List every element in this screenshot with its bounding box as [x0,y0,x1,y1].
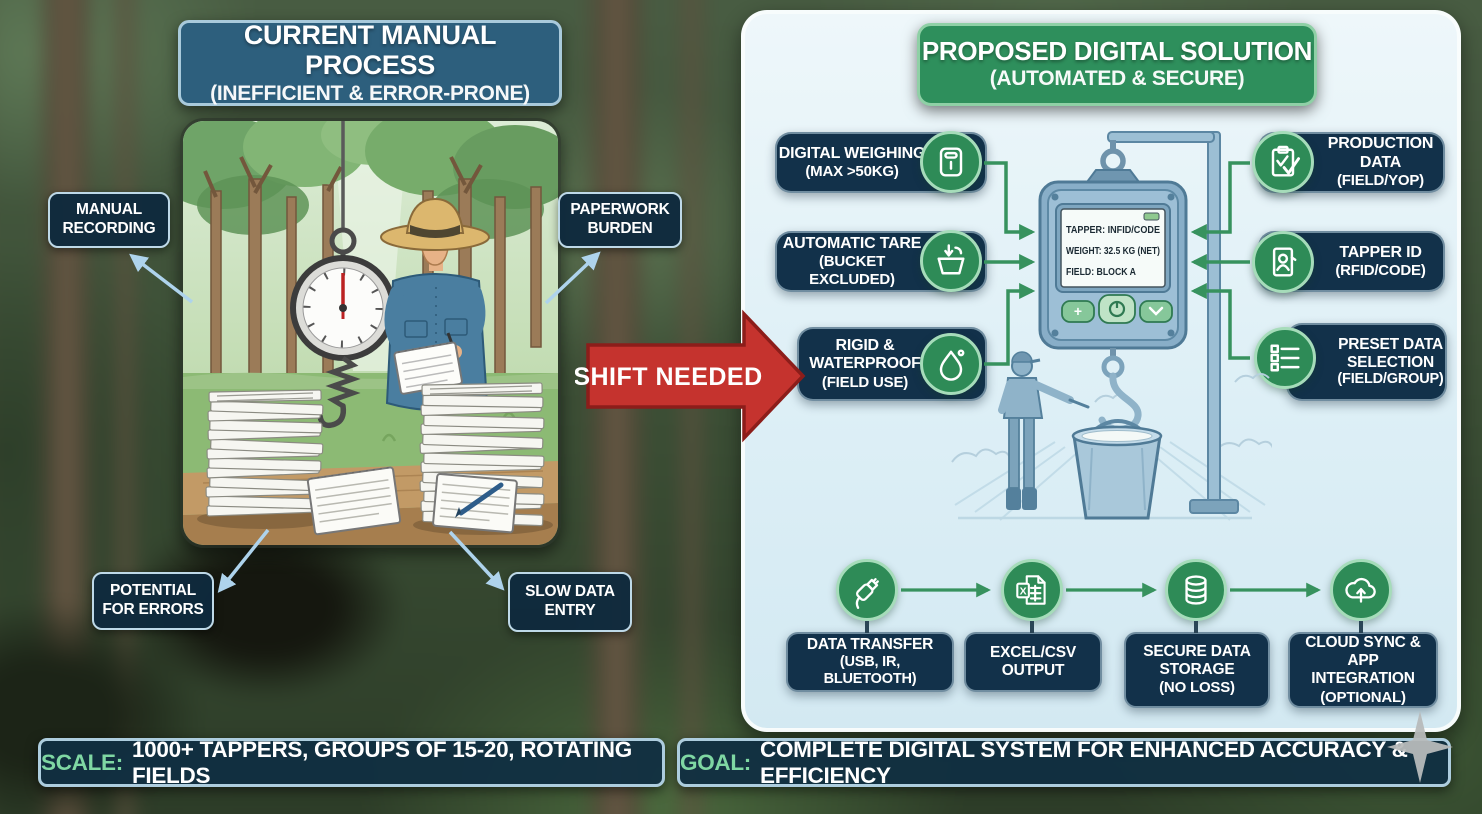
callout-label: SLOW DATA ENTRY [525,583,615,619]
flow-title: DATA TRANSFER [806,635,934,653]
callout-manual-recording: MANUAL RECORDING [48,192,170,248]
id-card-icon [1252,231,1314,293]
excel-file-icon: X [1001,559,1063,621]
feature-subtitle: (RFID/CODE) [1335,262,1426,280]
cloud-upload-icon [1330,559,1392,621]
tree-trunk [583,0,650,814]
bucket [1071,419,1163,520]
tree-trunk [674,0,710,814]
flow-title: SECURE DATA STORAGE [1143,642,1251,679]
left-panel-title: CURRENT MANUAL PROCESS (INEFFICIENT & ER… [178,20,562,106]
callout-slow-data-entry: SLOW DATA ENTRY [508,572,632,632]
callout-label: POTENTIAL FOR ERRORS [102,582,204,618]
feature-subtitle: (BUCKET EXCLUDED) [809,253,895,288]
svg-text:X: X [1020,585,1027,597]
device-screen-line3: FIELD: BLOCK A [1066,267,1136,278]
feature-title: AUTOMATIC TARE [782,235,922,253]
flow-data-transfer: DATA TRANSFER (USB, IR, BLUETOOTH) [786,632,954,692]
flow-secure-data-storage: SECURE DATA STORAGE (NO LOSS) [1124,632,1270,708]
feature-automatic-tare: AUTOMATIC TARE (BUCKET EXCLUDED) [775,231,987,292]
goal-summary-bar: GOAL: COMPLETE DIGITAL SYSTEM FOR ENHANC… [677,736,1451,788]
right-panel-title: PROPOSED DIGITAL SOLUTION (AUTOMATED & S… [917,23,1317,106]
scale-prefix: SCALE: [41,749,123,775]
flow-excel-csv-output: EXCEL/CSV OUTPUT [964,632,1102,692]
device-screen-line2: WEIGHT: 32.5 KG (NET) [1066,246,1160,257]
plus-button-icon [1061,300,1095,323]
feature-subtitle: (FIELD/GROUP) [1337,371,1444,388]
worker [998,351,1090,510]
digital-scale-illustration: TAPPER: INFID/CODE WEIGHT: 32.5 KG (NET)… [951,131,1272,521]
usb-plug-icon [836,559,898,621]
water-droplet-icon [920,333,982,395]
checklist-icon [1254,327,1316,389]
flow-title: EXCEL/CSV [989,643,1077,661]
tare-basket-icon [920,230,982,292]
goal-text: COMPLETE DIGITAL SYSTEM FOR ENHANCED ACC… [760,736,1408,788]
power-button-icon [1098,294,1136,324]
clipboard-check-icon [1252,131,1314,193]
left-title-text: CURRENT MANUAL PROCESS [243,20,497,81]
database-icon [1165,559,1227,621]
flow-subtitle: OUTPUT [1001,662,1065,679]
callout-paperwork-burden: PAPERWORK BURDEN [558,192,682,248]
weighing-scale-icon [920,131,982,193]
spring-scale [290,121,396,429]
farmer [380,197,490,411]
feature-title: PRODUCTION DATA [1327,135,1434,171]
callout-potential-for-errors: POTENTIAL FOR ERRORS [92,572,214,630]
pen [455,482,504,518]
feature-title: DIGITAL WEIGHING [778,144,926,162]
feature-subtitle: (FIELD USE) [821,373,909,391]
flow-subtitle: (NO LOSS) [1159,679,1235,697]
feature-title: TAPPER ID [1339,243,1422,261]
digital-scale-device: TAPPER: INFID/CODE WEIGHT: 32.5 KG (NET)… [1038,180,1188,350]
chevron-button-icon [1139,300,1173,323]
flow-cloud-sync: CLOUD SYNC & APP INTEGRATION (OPTIONAL) [1288,632,1438,708]
left-subtitle-text: (INEFFICIENT & ERROR-PRONE) [210,81,530,105]
feature-rigid-waterproof: RIGID & WATERPROOF (FIELD USE) [797,327,987,401]
feature-title: RIGID & WATERPROOF [809,336,921,373]
flow-subtitle: (USB, IR, BLUETOOTH) [823,654,917,688]
feature-subtitle: (MAX >50KG) [805,163,899,181]
paper-stack-left [197,389,329,529]
right-subtitle-text: (AUTOMATED & SECURE) [989,67,1245,91]
scale-summary-bar: SCALE: 1000+ TAPPERS, GROUPS OF 15-20, R… [38,736,665,788]
tree-canopy [183,121,558,239]
flow-title: CLOUD SYNC & APP INTEGRATION [1305,633,1421,688]
feature-title: PRESET DATA SELECTION [1338,335,1443,371]
callout-label: MANUAL RECORDING [62,201,156,237]
scale-text: 1000+ TAPPERS, GROUPS OF 15-20, ROTATING… [131,736,632,788]
notebook [306,466,402,536]
notepad [393,341,463,395]
flow-subtitle: (OPTIONAL) [1320,688,1406,706]
svg-text:+: + [1074,303,1082,319]
device-screen-line1: TAPPER: INFID/CODE [1066,225,1160,236]
callout-label: PAPERWORK BURDEN [570,201,670,237]
feature-subtitle: (FIELD/YOP) [1337,172,1424,190]
right-title-text: PROPOSED DIGITAL SOLUTION [921,36,1313,67]
manual-process-illustration [180,118,561,548]
goal-prefix: GOAL: [680,749,751,775]
